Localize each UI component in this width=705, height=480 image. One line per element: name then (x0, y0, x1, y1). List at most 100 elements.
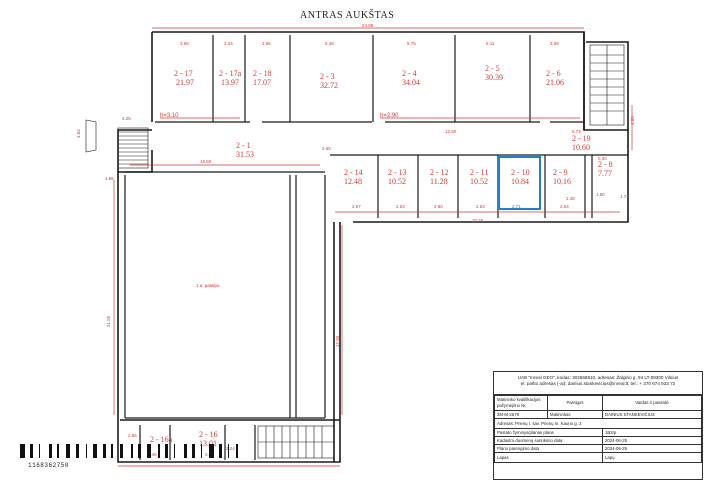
barcode-bar (138, 444, 141, 458)
svg-text:5.11: 5.11 (486, 41, 495, 46)
floor-title: ANTRAS AUKŠTAS (300, 10, 395, 21)
barcode-bar (92, 444, 97, 458)
room-label: 2 - 5 (485, 64, 500, 73)
room-area: 17.07 (253, 78, 271, 87)
barcode-bar (200, 444, 202, 458)
svg-text:1.50: 1.50 (596, 192, 605, 197)
kval-value: 2M-M-2579 (494, 410, 548, 419)
room-area: 31.53 (236, 150, 254, 159)
room-label: 2 - 4 (402, 69, 417, 78)
room-label: 2 - 14 (344, 168, 363, 177)
row1-value: 1B2/p (602, 428, 702, 437)
pareigos-header: Pareigos (547, 395, 603, 411)
svg-text:1.74: 1.74 (620, 194, 629, 199)
barcode-bar (30, 444, 33, 458)
room-area: 13.97 (221, 78, 239, 87)
room-area: 12.48 (344, 177, 362, 186)
svg-text:4.84: 4.84 (76, 129, 81, 138)
highlighted-room-2-10 (498, 156, 541, 210)
vardas-value: DAINIUS STANKEVIČIUS (602, 410, 702, 419)
dimension-lines (113, 27, 633, 467)
barcode-bar (227, 444, 229, 458)
svg-text:3.68: 3.68 (180, 41, 189, 46)
room-area: 10.52 (388, 177, 406, 186)
room-area: 21.97 (176, 78, 194, 87)
title-block-table: Matininko kvalifikacijos pažymėjimo Nr. … (494, 395, 702, 463)
barcode-bar (48, 444, 52, 458)
room-label: 2 - 9 (553, 168, 568, 177)
room-label: 2 - 8 (598, 160, 613, 169)
room-area: 7.77 (598, 169, 612, 178)
height-label-2: h=2.90 (380, 113, 399, 119)
room-label: 2 - 11 (470, 168, 488, 177)
svg-text:5.75: 5.75 (407, 41, 416, 46)
company-info: UAB "Inreal GEO", kodas: 302668810, adre… (494, 372, 702, 395)
room-area: 32.72 (320, 81, 338, 90)
dimension-labels: 24.85 3.68 2.34 2.86 5.48 5.75 5.11 3.59… (76, 23, 635, 457)
barcode-bar (236, 444, 238, 458)
barcode-bar (75, 444, 79, 458)
room-area: 10.16 (553, 177, 571, 186)
svg-text:2.86: 2.86 (262, 41, 271, 46)
address: Adresas: Prienų r. sav. Prienų m. Kauno … (494, 418, 702, 429)
svg-text:21.55: 21.55 (106, 315, 111, 327)
vardas-header: Vardas ir pavardė (602, 395, 702, 411)
svg-text:2.57: 2.57 (352, 204, 361, 209)
barcode-bar (119, 444, 123, 458)
room-label: 2 - 10 (511, 168, 530, 177)
svg-text:5.73: 5.73 (572, 129, 581, 134)
barcode (20, 444, 242, 464)
svg-text:2.65: 2.65 (322, 146, 331, 151)
room-area: 30.39 (485, 73, 503, 82)
lapas-label: Lapas (494, 452, 603, 463)
room-label: 2 - 17a (219, 69, 242, 78)
svg-text:17.90: 17.90 (335, 335, 340, 347)
svg-text:3.46: 3.46 (148, 452, 157, 457)
barcode-bar (38, 444, 40, 458)
company-line: UAB "Inreal GEO", kodas: 302668810, adre… (517, 375, 679, 380)
barcode-bar (173, 444, 175, 458)
room-area: 10.84 (511, 177, 529, 186)
hall-label: 1 a. patalpa (196, 283, 220, 288)
room-label: 2 - 16a (150, 435, 173, 444)
barcode-bar (158, 444, 160, 458)
room-label: 2 - 18 (253, 69, 272, 78)
svg-text:0.30: 0.30 (598, 156, 607, 161)
barcode-bar (20, 444, 25, 458)
svg-text:2.24: 2.24 (226, 446, 235, 451)
stairs-left (85, 119, 149, 169)
svg-text:2.80: 2.80 (434, 204, 443, 209)
barcode-number: 1168362750 (28, 462, 70, 469)
room-label: 2 - 19 (572, 134, 591, 143)
room-area: 11.28 (430, 177, 448, 186)
room-area: 13.01 (199, 439, 217, 448)
barcode-bar (192, 444, 195, 458)
svg-text:12.50: 12.50 (445, 129, 457, 134)
svg-text:20.76: 20.76 (472, 218, 484, 223)
svg-text:2.63: 2.63 (476, 204, 485, 209)
company-contact: el. pašto adresas (-ai): dainius.stankev… (520, 381, 676, 386)
svg-text:16.60: 16.60 (200, 159, 212, 164)
room-area: 21.06 (546, 78, 564, 87)
svg-text:2.34: 2.34 (224, 41, 233, 46)
svg-text:2.65: 2.65 (128, 433, 137, 438)
svg-text:2.63: 2.63 (396, 204, 405, 209)
barcode-bar (131, 444, 133, 458)
height-label-1: h=3.10 (160, 113, 179, 119)
svg-text:3.59: 3.59 (550, 41, 559, 46)
svg-text:2.71: 2.71 (512, 204, 521, 209)
room-area: 34.04 (402, 78, 420, 87)
barcode-bar (183, 444, 187, 458)
kval-header: Matininko kvalifikacijos pažymėjimo Nr. (494, 395, 548, 411)
row2-label: Kadastro duomenų surinkimo data (494, 436, 603, 445)
room-area: 10.52 (470, 177, 488, 186)
svg-text:2.54: 2.54 (560, 204, 569, 209)
barcode-bar (57, 444, 59, 458)
svg-text:4.80: 4.80 (630, 116, 635, 125)
barcode-bar (209, 444, 214, 458)
room-area: 10.60 (572, 143, 590, 152)
barcode-bar (146, 444, 151, 458)
title-block: UAB "Inreal GEO", kodas: 302668810, adre… (493, 371, 703, 480)
row2-value: 2024-06-25 (602, 436, 702, 445)
svg-text:4.25: 4.25 (122, 116, 131, 121)
